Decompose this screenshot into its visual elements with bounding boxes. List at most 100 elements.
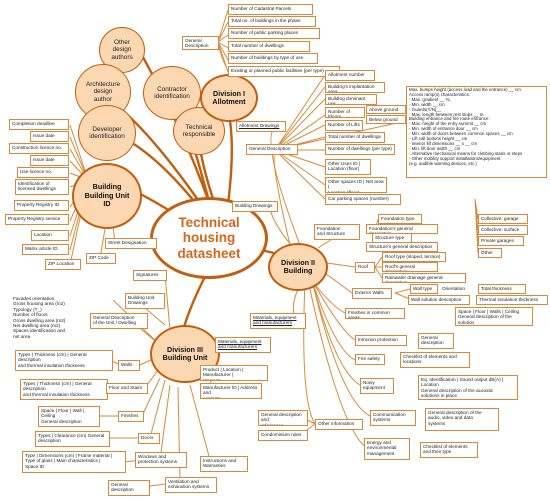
d2-gd-item: Number of Floors bbox=[325, 107, 365, 118]
intrusion-protection: Intrusion protection bbox=[355, 335, 407, 346]
d1-item: Number of public parking places bbox=[228, 28, 320, 39]
fire-safety-checklist: Checklist of elements and locations bbox=[400, 352, 470, 368]
thermal-insulation-thickness: Thermal insulation thickness bbox=[476, 295, 548, 305]
communication-detail: General description of the audio, video … bbox=[425, 408, 499, 431]
line-d2-energy bbox=[307, 279, 368, 449]
d2-gd-item: Other Uses ID | Location (floor) bbox=[325, 159, 371, 175]
bid-item: Location bbox=[31, 230, 69, 241]
foundation-structure: Foundation and Structure bbox=[314, 224, 360, 240]
line-d3-signatures bbox=[164, 274, 171, 331]
lines-d1-items bbox=[217, 9, 229, 73]
unit-doors: Doors bbox=[138, 433, 160, 444]
parking-item: Collective: surface bbox=[478, 225, 528, 235]
d1-item: Existing or planned public facilities (p… bbox=[228, 66, 340, 77]
unit-facades-list: Facades orientation Gross housing area (… bbox=[13, 296, 66, 339]
signatures: Signatures bbox=[133, 270, 167, 281]
unit-general-description: General Description of the Unit / Dwelli… bbox=[90, 313, 148, 329]
wall-type: Wall type bbox=[410, 284, 438, 294]
wall-total-thickness: Total thickness bbox=[478, 284, 526, 294]
noisy-equipment-detail: Eq. Identification | Sound output dB(A) … bbox=[418, 375, 518, 400]
floors-above-ground: Above ground bbox=[366, 105, 406, 114]
building-unit-drawings: Building Unit Drawings bbox=[125, 293, 165, 309]
lines-d2-gd-items bbox=[274, 74, 411, 200]
other-info-item: General description and references bbox=[258, 410, 308, 426]
d2-gd-item: Building dominant use bbox=[325, 94, 377, 105]
bid-item: Matrix article ID bbox=[22, 244, 69, 255]
finishes-common-areas: Finishes in common areas bbox=[345, 308, 405, 319]
line-d3-instructions bbox=[189, 384, 211, 461]
fire-safety: Fire safety bbox=[355, 354, 385, 365]
foundation-item: Structure's general description bbox=[366, 242, 438, 252]
d2-gd-item: Building's implantation area bbox=[325, 82, 385, 93]
lines-d3-windows bbox=[124, 384, 171, 463]
unit-ventilation: Ventilation and exhaustion systems bbox=[165, 477, 217, 493]
bid-item: Issue date bbox=[30, 155, 69, 166]
bid-item: Completion deadline bbox=[9, 119, 69, 130]
unit-floor-desc: Types | Thickness (cm) | General descrip… bbox=[20, 379, 108, 400]
division-i-node: Division I Allotment bbox=[200, 74, 258, 122]
unit-materials-manufacturer: Manufacturer ID | Address and contacts bbox=[200, 383, 262, 399]
accessibility-details: Max. bumps height (access load and the e… bbox=[406, 86, 547, 178]
line-d2-intrusion bbox=[311, 279, 356, 341]
bid-item: Property Registry ID bbox=[14, 200, 69, 211]
unit-instructions: Instructions and Warranties bbox=[200, 456, 248, 472]
developer-identification-node: Developer identification bbox=[78, 105, 136, 161]
roof-node: Roof bbox=[355, 262, 375, 273]
roof-item: Roof's general description bbox=[382, 262, 438, 272]
d1-item: Total number of dwellings bbox=[228, 41, 310, 52]
unit-doors-desc: Types | Clearance (cm) General descripti… bbox=[35, 431, 110, 447]
unit-windows-desc: Type | Dimensions (cm) | Frame material … bbox=[22, 451, 126, 473]
unit-walls: Walls bbox=[118, 360, 140, 371]
bid-item: Property Registry service bbox=[5, 214, 69, 225]
parking-item: Other bbox=[478, 248, 502, 258]
allotment-drawings: Allotment Drawings bbox=[236, 121, 286, 132]
d2-gd-item: Allotment number bbox=[325, 70, 375, 81]
d2-gd-item: Number of Lifts bbox=[325, 120, 363, 131]
unit-finishes: Finishes bbox=[118, 411, 144, 422]
other-info-item: Condominium rules bbox=[258, 430, 308, 441]
intrusion-description: General description bbox=[418, 333, 454, 349]
d2-materials-equipment: Materials, equipment and manufacturers bbox=[250, 313, 306, 329]
wall-solution-description: Wall solution description bbox=[408, 295, 470, 305]
bid-item: Use licence no. bbox=[17, 167, 69, 178]
lines-d3-doors bbox=[110, 379, 166, 439]
unit-ventilation-desc: General description bbox=[108, 480, 150, 496]
roof-item: Roof type (sloped, terrace) bbox=[382, 252, 446, 262]
bid-zip-code: ZIP Code bbox=[86, 253, 116, 264]
finishes-common-detail: Space | Floor | Walls | Ceiling General … bbox=[455, 307, 533, 326]
bid-street-designation: Street Designation bbox=[105, 238, 157, 249]
lines-d3-finishes bbox=[100, 377, 161, 417]
building-unit-id-node: Building Building Unit ID bbox=[72, 163, 142, 229]
unit-finishes-desc: Space | Floor | Wall | Ceiling General d… bbox=[38, 406, 100, 427]
division-ii-node: Division II Building bbox=[268, 243, 328, 291]
lines-d2-parking bbox=[474, 198, 479, 254]
other-information: Other information bbox=[315, 419, 363, 430]
d2-gd-item: Total number of dwellings bbox=[325, 132, 385, 143]
unit-windows: Windows and protection systems bbox=[135, 452, 187, 468]
bid-item: ZIP Location bbox=[45, 259, 81, 270]
d2-gd-item: Number of dwellings (per type) bbox=[325, 144, 395, 155]
bid-item: Issue date bbox=[30, 131, 69, 142]
parking-item: Private garages bbox=[478, 236, 524, 246]
line-d2-other bbox=[303, 281, 316, 425]
line-d2-fire bbox=[311, 279, 356, 361]
d2-gd-item: Car parking spaces (number) bbox=[325, 194, 401, 205]
noisy-equipment: Noisy equipment bbox=[360, 378, 394, 394]
building-drawings: Building Drawings bbox=[232, 201, 278, 212]
d2-gd-item: Other spaces ID | Net area | Location (f… bbox=[325, 177, 387, 193]
d1-general-description: General Description bbox=[182, 36, 219, 50]
line-d3-drawings bbox=[144, 307, 166, 326]
unit-materials-product: Product | Location | Manufacturer | Warr… bbox=[200, 365, 268, 381]
d1-item: Total no. of buildings in the phase bbox=[228, 16, 316, 27]
foundation-item: Foundation type bbox=[378, 214, 422, 224]
bid-item: Identification of licensed dwellings bbox=[15, 179, 69, 195]
communication-systems: Communication systems bbox=[370, 410, 416, 426]
energy-checklist: Checklist of elements and their type bbox=[420, 442, 478, 458]
d1-item: Number of buildings by type of use bbox=[228, 53, 318, 64]
parking-item: Collective: garage bbox=[478, 214, 528, 224]
d1-item: Number of Cadastral Parcels bbox=[228, 4, 313, 15]
lines-d2-roof-items bbox=[374, 256, 383, 279]
datasheet-title: Technical housing datasheet bbox=[150, 197, 268, 279]
unit-floor-stairs: Floor and Stairs bbox=[106, 383, 148, 394]
unit-materials-equipment: Materials, equipment and manufacturers bbox=[215, 337, 271, 353]
